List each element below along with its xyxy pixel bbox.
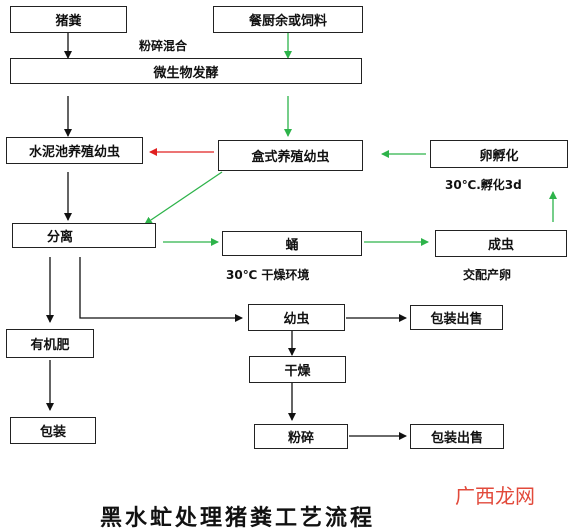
separation-box: 分离 <box>12 223 156 248</box>
egg-hatch-box: 卵孵化 <box>430 140 568 168</box>
mating-label: 交配产卵 <box>463 268 512 282</box>
adult-box: 成虫 <box>435 230 567 257</box>
adult-label: 成虫 <box>487 238 514 253</box>
box-rearing-label: 盒式养殖幼虫 <box>251 150 330 165</box>
arrow-separation-to-larva <box>79 257 243 322</box>
package-sale-label-2: 包装出售 <box>430 431 483 446</box>
dry-label: 干燥 <box>284 364 311 379</box>
pupa-label: 蛹 <box>285 238 299 253</box>
hatch-condition-label: 30℃.孵化3d <box>445 178 522 192</box>
crush-mix-label: 粉碎混合 <box>139 39 188 53</box>
pig-manure-box: 猪粪 <box>10 6 127 33</box>
kitchen-feed-label: 餐厨余或饲料 <box>248 14 327 29</box>
microbe-ferment-box: 微生物发酵 <box>10 58 362 84</box>
package-sale-box-2: 包装出售 <box>410 424 504 449</box>
cement-pool-label: 水泥池养殖幼虫 <box>28 145 120 160</box>
package-sale-label-1: 包装出售 <box>430 312 483 327</box>
separation-label: 分离 <box>47 230 74 245</box>
kitchen-feed-box: 餐厨余或饲料 <box>213 6 363 33</box>
egg-hatch-label: 卵孵化 <box>479 148 519 164</box>
watermark-logo: 广西龙网 <box>455 484 535 508</box>
box-rearing-box: 盒式养殖幼虫 <box>218 140 363 171</box>
pig-manure-label: 猪粪 <box>55 14 82 29</box>
larva-box: 幼虫 <box>248 304 345 331</box>
crush-box: 粉碎 <box>254 424 348 449</box>
crush-label: 粉碎 <box>287 431 314 446</box>
dry-environment-label: 30℃ 干燥环境 <box>226 268 310 282</box>
pupa-box: 蛹 <box>222 231 362 256</box>
diagram-title: 黑水虻处理猪粪工艺流程 <box>100 506 376 531</box>
dry-box: 干燥 <box>249 356 346 383</box>
package-label: 包装 <box>39 425 66 440</box>
cement-pool-box: 水泥池养殖幼虫 <box>6 137 143 164</box>
microbe-ferment-label: 微生物发酵 <box>153 65 219 81</box>
flow-arrows <box>46 33 557 440</box>
organic-fertilizer-label: 有机肥 <box>30 338 70 353</box>
package-sale-box-1: 包装出售 <box>410 305 503 330</box>
arrow-box-to-separation <box>144 171 223 225</box>
larva-label: 幼虫 <box>283 312 310 327</box>
package-box: 包装 <box>10 417 96 444</box>
organic-fertilizer-box: 有机肥 <box>6 329 94 358</box>
